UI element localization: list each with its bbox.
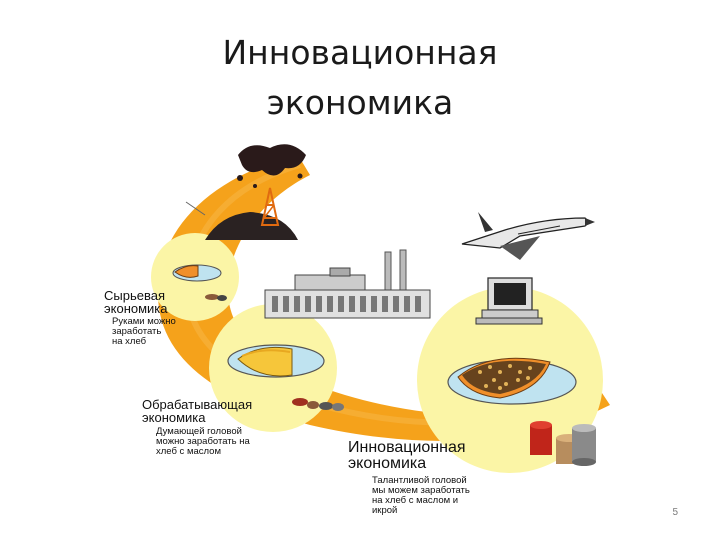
stage-3-desc-line-4: икрой bbox=[372, 506, 397, 516]
stage-3-name-line-2: экономика bbox=[348, 456, 426, 472]
factory-icon bbox=[265, 250, 430, 318]
page-number: 5 bbox=[672, 507, 678, 518]
stage-2-name-line-2: экономика bbox=[142, 411, 206, 424]
title-line-1: Инновационная bbox=[0, 28, 720, 78]
stage-1-desc-line-3: на хлеб bbox=[112, 337, 146, 347]
stage-2-desc-line-3: хлеб с маслом bbox=[156, 447, 221, 457]
stage-3-name-line-1: Инновационная bbox=[348, 440, 466, 456]
stage-1-name-line-2: экономика bbox=[104, 302, 168, 315]
slide-title: Инновационная экономика bbox=[0, 28, 720, 128]
space-shuttle-icon bbox=[462, 212, 595, 260]
title-line-2: экономика bbox=[0, 78, 720, 128]
